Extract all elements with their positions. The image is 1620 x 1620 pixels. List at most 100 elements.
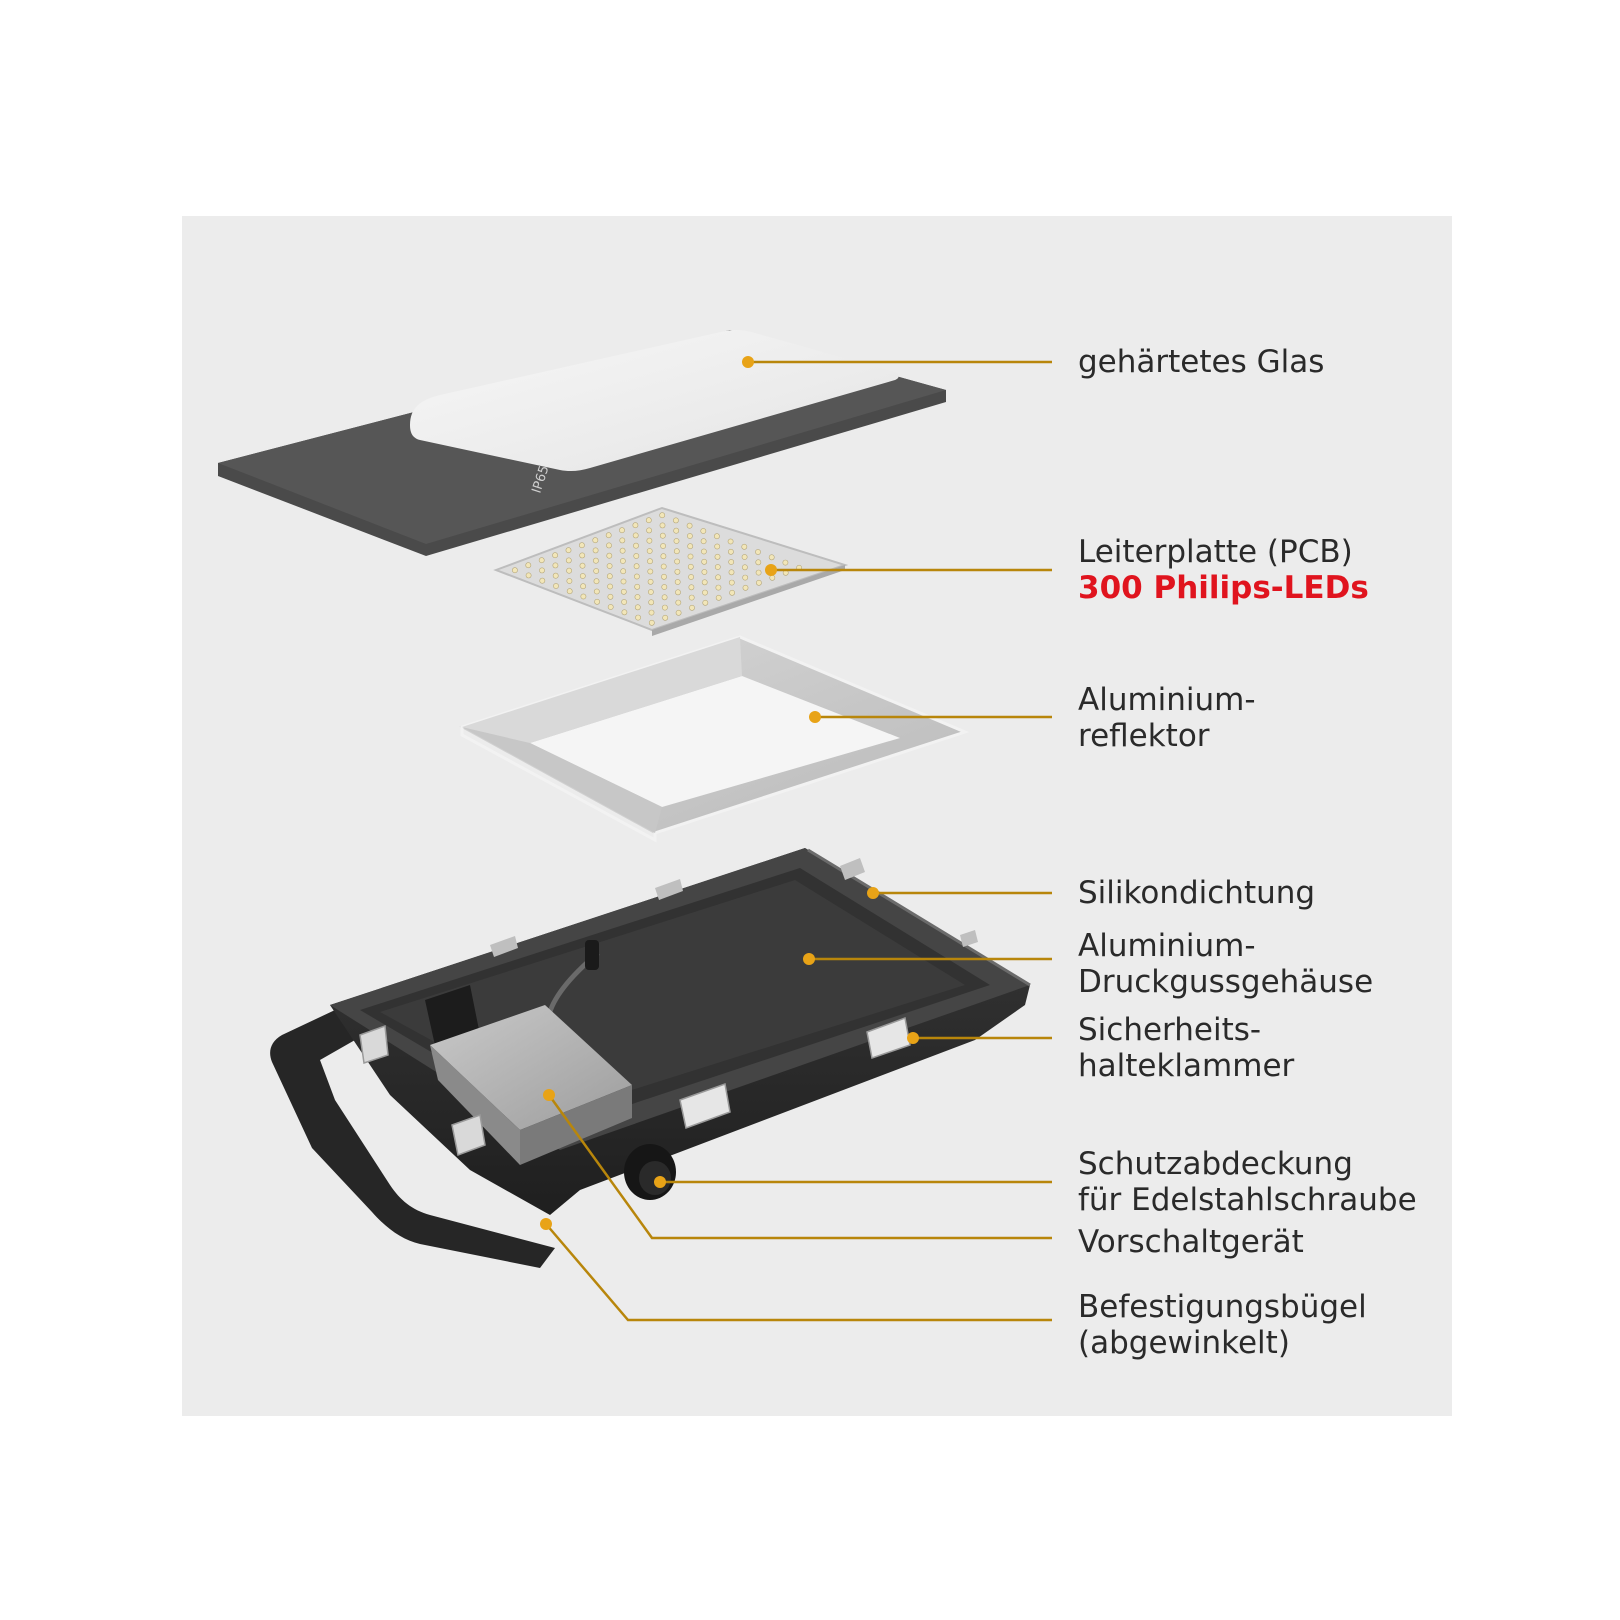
led-chip <box>673 538 680 544</box>
led-chip <box>620 568 627 575</box>
leader-dot-reflector <box>809 711 821 723</box>
led-chip <box>648 609 655 616</box>
led-chip <box>686 522 693 529</box>
led-chip <box>580 593 587 600</box>
led-chip <box>728 559 735 565</box>
led-chip <box>621 609 628 616</box>
screw-cap <box>624 1144 676 1200</box>
led-chip <box>620 578 627 585</box>
led-chip <box>728 569 735 576</box>
led-chip <box>662 604 668 611</box>
led-chip <box>714 543 721 550</box>
led-chip <box>619 537 626 544</box>
led-chip <box>579 573 586 579</box>
led-chip <box>768 554 775 561</box>
led-chip <box>755 559 762 566</box>
safety-clips <box>359 858 978 1157</box>
led-chip <box>673 517 679 524</box>
leader-dot-housing <box>803 953 815 965</box>
led-chip <box>700 528 707 534</box>
led-chip <box>674 579 681 585</box>
led-chip <box>646 537 653 544</box>
label-reflector: Aluminium- reflektor <box>1078 682 1256 754</box>
label-line: (abgewinkelt) <box>1078 1325 1290 1361</box>
led-chip <box>634 594 641 600</box>
led-chip <box>619 547 626 554</box>
tempered-glass: IP65 <box>218 329 946 556</box>
label-line: Schutzabdeckung <box>1078 1146 1353 1182</box>
led-chip <box>647 568 654 575</box>
led-chip <box>635 614 641 621</box>
led-chip <box>755 569 762 576</box>
label-line: Sicherheits- <box>1078 1012 1262 1048</box>
led-chip <box>727 538 734 545</box>
led-chip <box>620 558 626 564</box>
led-chip <box>701 569 708 575</box>
led-chip <box>633 563 640 570</box>
label-line: gehärtetes Glas <box>1078 344 1325 380</box>
led-chip <box>647 578 654 585</box>
leader-dot-driver <box>543 1089 555 1101</box>
led-chip <box>715 594 722 601</box>
led-chip <box>659 532 666 539</box>
led-chip <box>675 609 682 616</box>
led-chip <box>659 522 666 529</box>
led-chip <box>565 547 572 554</box>
led-chip <box>714 553 721 560</box>
led-chip <box>742 574 749 581</box>
label-driver: Vorschaltgerät <box>1078 1224 1304 1260</box>
led-chip <box>661 584 668 590</box>
leader-dot-clip <box>907 1032 919 1044</box>
led-chip <box>512 567 518 574</box>
led-chip <box>525 572 532 579</box>
led-chip <box>593 588 600 595</box>
led-chip <box>660 553 667 560</box>
label-line: Leiterplatte (PCB) <box>1078 534 1353 570</box>
led-chip <box>700 538 707 545</box>
led-chip <box>687 543 694 550</box>
led-chip <box>688 584 695 591</box>
led-chip <box>769 574 776 581</box>
label-seal: Silikondichtung <box>1078 875 1315 911</box>
leader-dot-cap <box>654 1176 666 1188</box>
label-line: reflektor <box>1078 718 1210 754</box>
leader-lines <box>540 356 1052 1322</box>
led-chip <box>632 532 639 539</box>
led-chip <box>607 593 614 600</box>
led-chip <box>633 542 639 549</box>
led-chip <box>579 552 586 559</box>
led-chip <box>687 563 694 570</box>
led-chip <box>661 573 667 580</box>
led-chip <box>687 533 693 539</box>
led-chip <box>756 579 762 586</box>
led-chip <box>565 557 572 564</box>
led-chip <box>632 522 639 529</box>
label-line: Befestigungsbügel <box>1078 1289 1367 1325</box>
led-chip <box>647 558 653 565</box>
led-chip <box>553 583 559 589</box>
led-chip <box>606 542 612 549</box>
led-chip <box>702 589 708 596</box>
led-chip <box>646 527 652 534</box>
led-chip <box>660 543 666 549</box>
led-chip <box>566 588 573 595</box>
led-chip <box>675 589 681 596</box>
led-chip <box>634 573 640 580</box>
led-chip <box>729 589 735 596</box>
led-chip <box>742 564 748 571</box>
led-chip <box>525 562 532 569</box>
led-chip <box>701 579 708 586</box>
led-chip <box>688 594 695 601</box>
led-chip <box>714 564 721 570</box>
led-grid <box>512 512 802 626</box>
led-chip <box>741 543 748 550</box>
led-chip <box>539 567 545 574</box>
led-chip <box>673 527 680 534</box>
led-chip <box>648 619 655 626</box>
led-chip <box>675 599 682 606</box>
led-chip <box>646 548 653 554</box>
led-chip <box>715 574 721 581</box>
led-chip <box>538 557 545 564</box>
led-chip <box>634 583 641 590</box>
